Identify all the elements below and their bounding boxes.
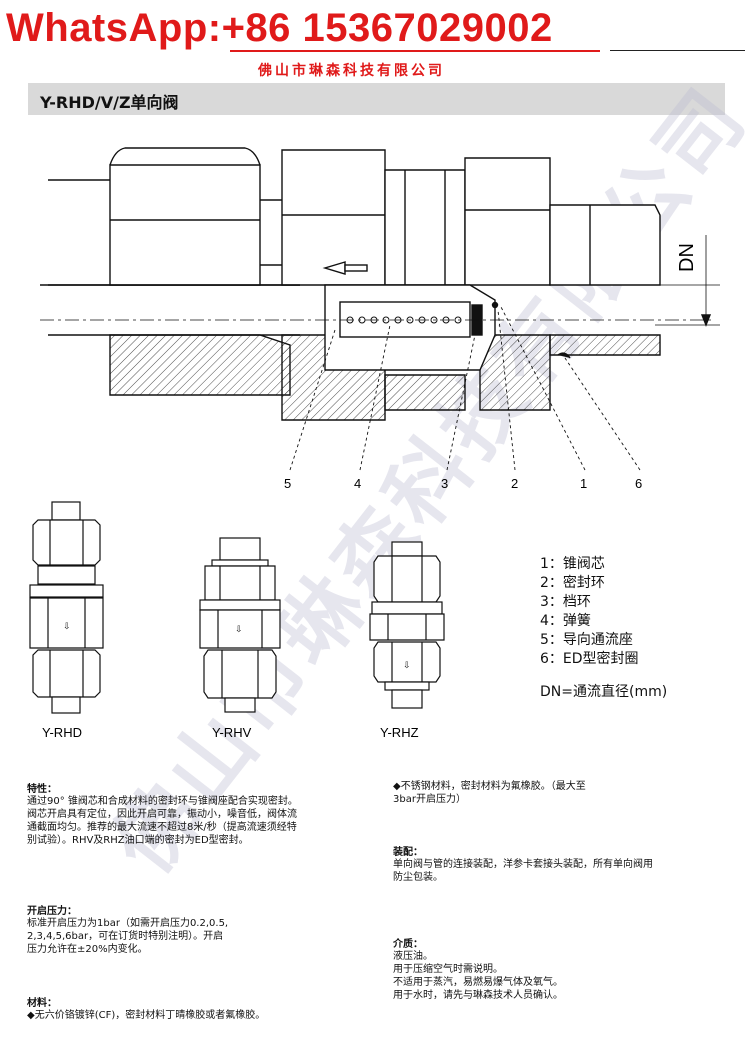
material-section: 材料： ◆无六价铬镀锌(CF)，密封材料丁晴橡胶或者氟橡胶。: [27, 994, 357, 1022]
title-bar: [28, 83, 725, 115]
stainless-section: ◆不锈钢材料，密封材料为氟橡胶。（最大至 3bar开启压力）: [393, 780, 723, 806]
whatsapp-contact: WhatsApp:+86 15367029002: [6, 6, 553, 50]
dn-label: DN: [676, 243, 698, 272]
material-line: ◆无六价铬镀锌(CF)，密封材料丁晴橡胶或者氟橡胶。: [27, 1010, 266, 1021]
cracking-pressure-section: 开启压力： 标准开启压力为1bar（如需开启压力0.2,0.5, 2,3,4,5…: [27, 902, 357, 956]
part-item: 1：锥阀芯: [540, 556, 605, 572]
variant-label-rhv: Y-RHV: [212, 725, 252, 740]
part-item: 4：弹簧: [540, 613, 591, 629]
features-line: 通截面均匀。推荐的最大流速不超过8米/秒（提高流速须经特: [27, 822, 297, 833]
assembly-heading: 装配：: [393, 847, 423, 858]
parts-list: 1：锥阀芯 2：密封环 3：档环 4：弹簧 5：导向通流座 6：ED型密封圈: [540, 555, 639, 669]
callout-4: 4: [354, 476, 361, 491]
features-line: 通过90° 锥阀芯和合成材料的密封环与锥阀座配合实现密封。: [27, 796, 298, 807]
assembly-section: 装配： 单向阀与管的连接装配，洋参卡套接头装配，所有单向阀用 防尘包装。: [393, 843, 723, 884]
assembly-line: 单向阀与管的连接装配，洋参卡套接头装配，所有单向阀用: [393, 859, 653, 870]
features-section: 特性： 通过90° 锥阀芯和合成材料的密封环与锥阀座配合实现密封。 阀芯开启具有…: [27, 780, 357, 847]
part-item: 6：ED型密封圈: [540, 651, 639, 667]
callout-1: 1: [580, 476, 587, 491]
stainless-line: ◆不锈钢材料，密封材料为氟橡胶。（最大至: [393, 781, 586, 792]
company-name: 佛山市琳森科技有限公司: [258, 63, 445, 79]
assembly-line: 防尘包装。: [393, 872, 443, 883]
dn-note: DN=通流直径(mm): [540, 684, 668, 700]
features-line: 别试验）。RHV及RHZ油口端的密封为ED型密封。: [27, 835, 249, 846]
features-heading: 特性：: [27, 784, 57, 795]
medium-line: 液压油。: [393, 951, 433, 962]
valve-cross-section: DN 5 4 3 2 1 6: [40, 147, 720, 491]
svg-text:⇩: ⇩: [403, 660, 411, 670]
callout-2: 2: [511, 476, 518, 491]
variant-label-rhd: Y-RHD: [42, 725, 82, 740]
cracking-line: 压力允许在±20%内变化。: [27, 944, 148, 955]
variant-label-rhz: Y-RHZ: [380, 725, 419, 740]
cracking-line: 2,3,4,5,6bar，可在订货时特别注明）。开启: [27, 931, 224, 942]
cracking-heading: 开启压力：: [27, 906, 77, 917]
callout-6: 6: [635, 476, 642, 491]
cracking-line: 标准开启压力为1bar（如需开启压力0.2,0.5,: [27, 918, 229, 929]
callout-3: 3: [441, 476, 448, 491]
svg-text:⇩: ⇩: [63, 621, 71, 631]
medium-heading: 介质：: [393, 939, 423, 950]
svg-text:⇩: ⇩: [235, 624, 243, 634]
material-heading: 材料：: [27, 998, 57, 1009]
callout-5: 5: [284, 476, 291, 491]
part-item: 3：档环: [540, 594, 591, 610]
part-item: 2：密封环: [540, 575, 605, 591]
stainless-line: 3bar开启压力）: [393, 794, 466, 805]
medium-line: 用于压缩空气时需说明。: [393, 964, 503, 975]
features-line: 阀芯开启具有定位，因此开启可靠，振动小，噪音低，阀体流: [27, 809, 297, 820]
variant-drawings: ⇩ ⇩ ⇩ Y-RHD Y-RHV Y-RHZ: [29, 501, 445, 740]
medium-line: 用于水时，请先与琳森技术人员确认。: [393, 990, 563, 1001]
header-rule: [610, 50, 745, 51]
medium-line: 不适用于蒸汽，易燃易爆气体及氧气。: [393, 977, 563, 988]
contact-underline: [230, 50, 600, 52]
medium-section: 介质： 液压油。 用于压缩空气时需说明。 不适用于蒸汽，易燃易爆气体及氧气。 用…: [393, 935, 723, 1002]
page-title: Y-RHD/V/Z单向阀: [40, 93, 179, 112]
part-item: 5：导向通流座: [540, 632, 633, 648]
